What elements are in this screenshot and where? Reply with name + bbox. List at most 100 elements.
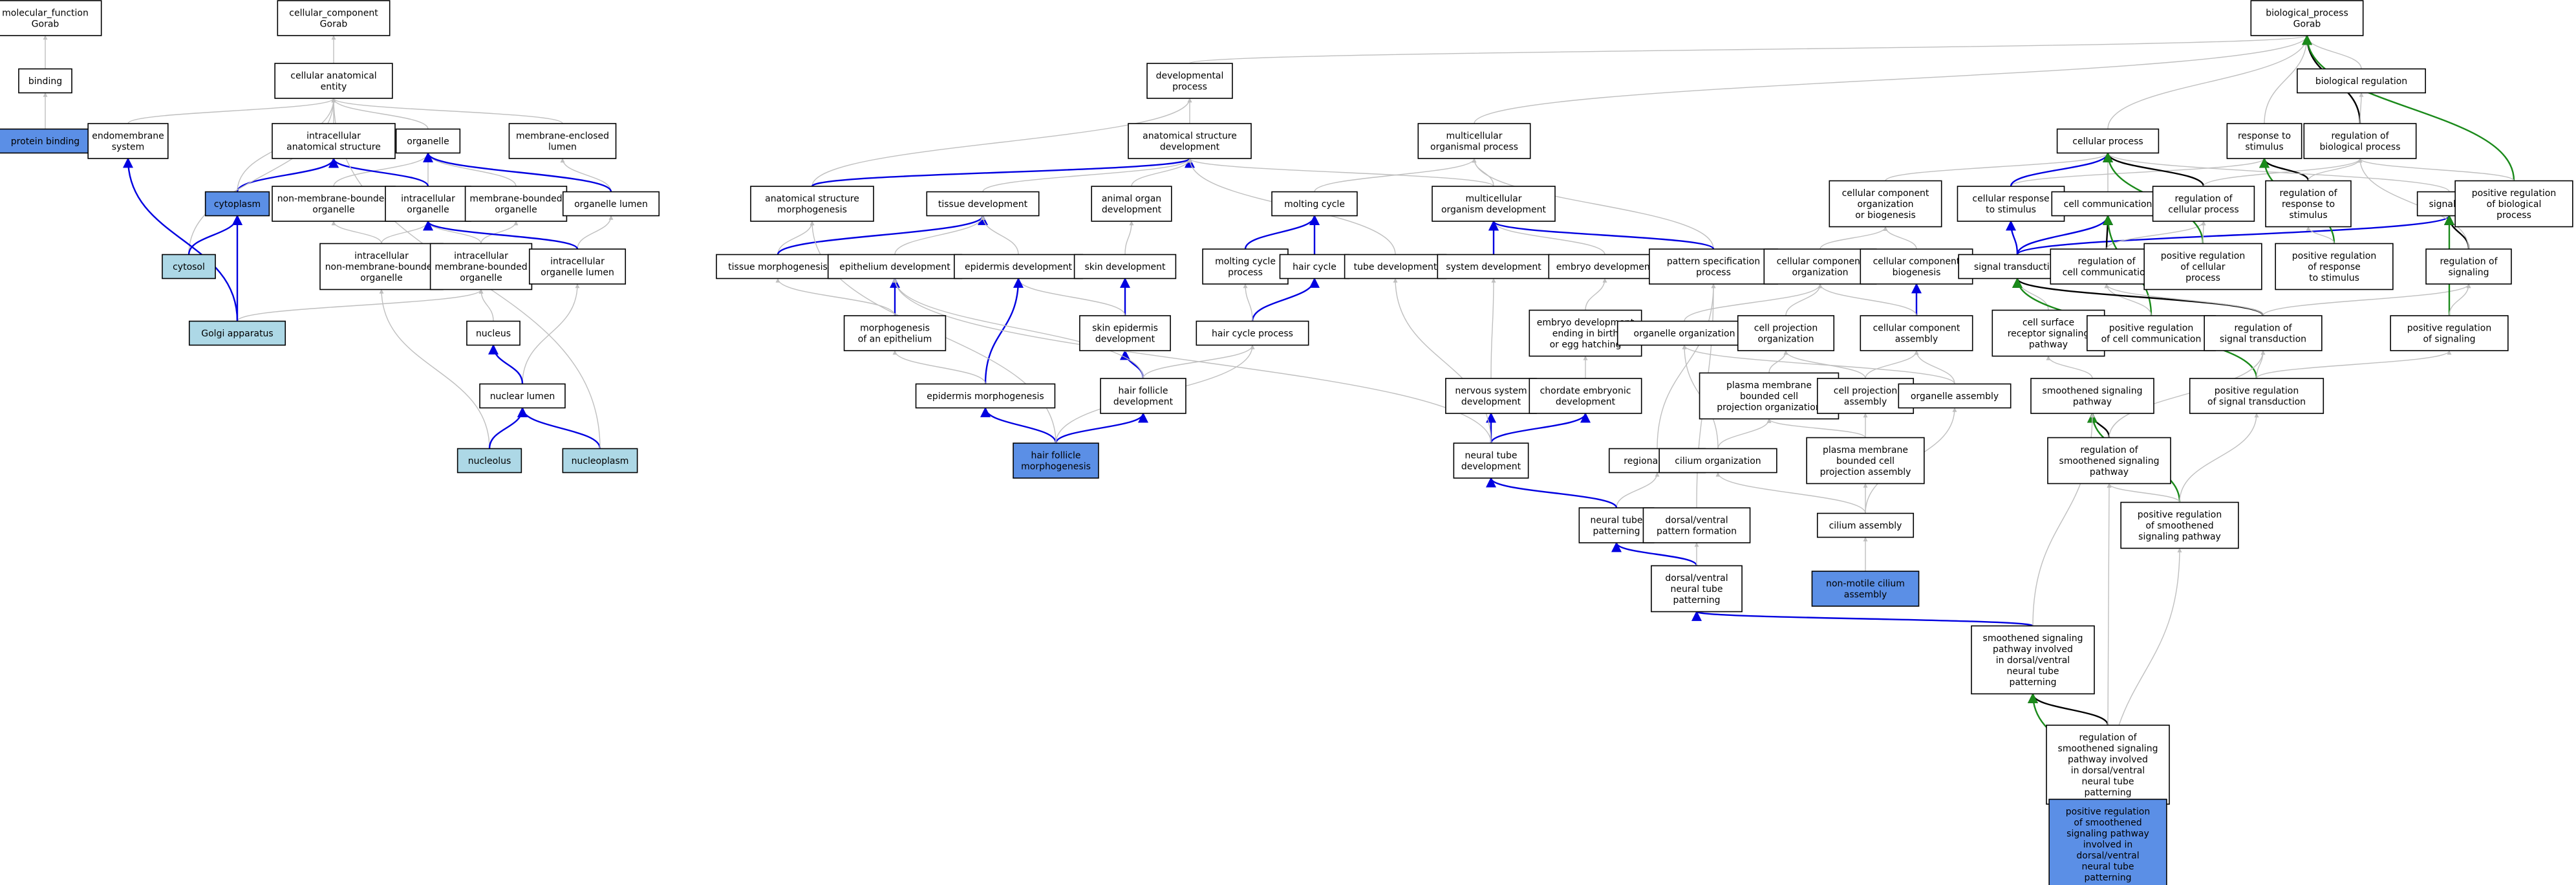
go-term-cytosol[interactable]: cytosol	[162, 254, 216, 279]
go-term-orgassem[interactable]: organelle assembly	[1898, 383, 2012, 409]
go-term-epimorph[interactable]: epidermis morphogenesis	[915, 383, 1056, 409]
go-term-embdev[interactable]: embryo development	[1548, 254, 1662, 279]
go-term-haircycle[interactable]: hair cycle	[1279, 254, 1350, 279]
go-term-golgi[interactable]: Golgi apparatus	[188, 320, 286, 346]
go-term-nucleolus[interactable]: nucleolus	[456, 448, 522, 474]
go-term-tissuedev[interactable]: tissue development	[926, 191, 1040, 217]
go-term-epidev[interactable]: epithelium development	[827, 254, 963, 279]
go-term-orgorg[interactable]: organelle organization	[1616, 320, 1752, 346]
go-term-tubedev[interactable]: tube development	[1344, 254, 1447, 279]
go-term-cytoplasm[interactable]: cytoplasm	[204, 191, 270, 217]
go-term-label: binding	[28, 76, 62, 87]
go-term-molting[interactable]: molting cycle	[1271, 191, 1358, 217]
go-term-ciliumorg[interactable]: cilium organization	[1658, 448, 1777, 474]
go-term-organelle[interactable]: organelle	[395, 128, 461, 154]
go-term-epiddev[interactable]: epidermis development	[954, 254, 1083, 279]
go-term-box	[1957, 186, 2065, 222]
edge-is-a	[1491, 221, 1605, 255]
go-term-inmbo[interactable]: intracellularnon-membrane-boundedorganel…	[319, 243, 444, 290]
go-term-orglumen[interactable]: organelle lumen	[562, 191, 660, 217]
go-term-label: organelle	[407, 137, 449, 147]
go-term-protbind[interactable]: protein binding	[0, 128, 94, 154]
go-term-nucleoplasm[interactable]: nucleoplasm	[562, 448, 638, 474]
go-term-label: developmental	[1156, 71, 1224, 82]
go-term-ciliumassem[interactable]: cilium assembly	[1816, 512, 1915, 538]
go-term-skindev[interactable]: skin development	[1073, 254, 1177, 279]
go-term-cellproc[interactable]: cellular process	[2056, 128, 2160, 154]
go-term-label: non-membrane-bounded	[325, 262, 438, 272]
go-term-box	[1860, 248, 1973, 285]
go-term-nucleus[interactable]: nucleus	[466, 320, 521, 346]
go-term-label: neural tube	[1465, 451, 1518, 461]
go-term-label: signaling	[2448, 268, 2489, 278]
go-term-label: dorsal/ventral	[2076, 851, 2139, 861]
go-term-binding[interactable]: binding	[18, 68, 72, 94]
go-term-tissuemorph[interactable]: tissue morphogenesis	[716, 254, 840, 279]
go-term-sysdev[interactable]: system development	[1437, 254, 1551, 279]
go-term-nuclumen[interactable]: nuclear lumen	[479, 383, 566, 409]
go-term-biolreg[interactable]: biological regulation	[2297, 68, 2426, 94]
go-term-cellcomm[interactable]: cell communication	[2051, 191, 2165, 217]
go-term-label: Gorab	[320, 19, 348, 30]
go-term-haircyclep[interactable]: hair cycle process	[1196, 320, 1309, 346]
